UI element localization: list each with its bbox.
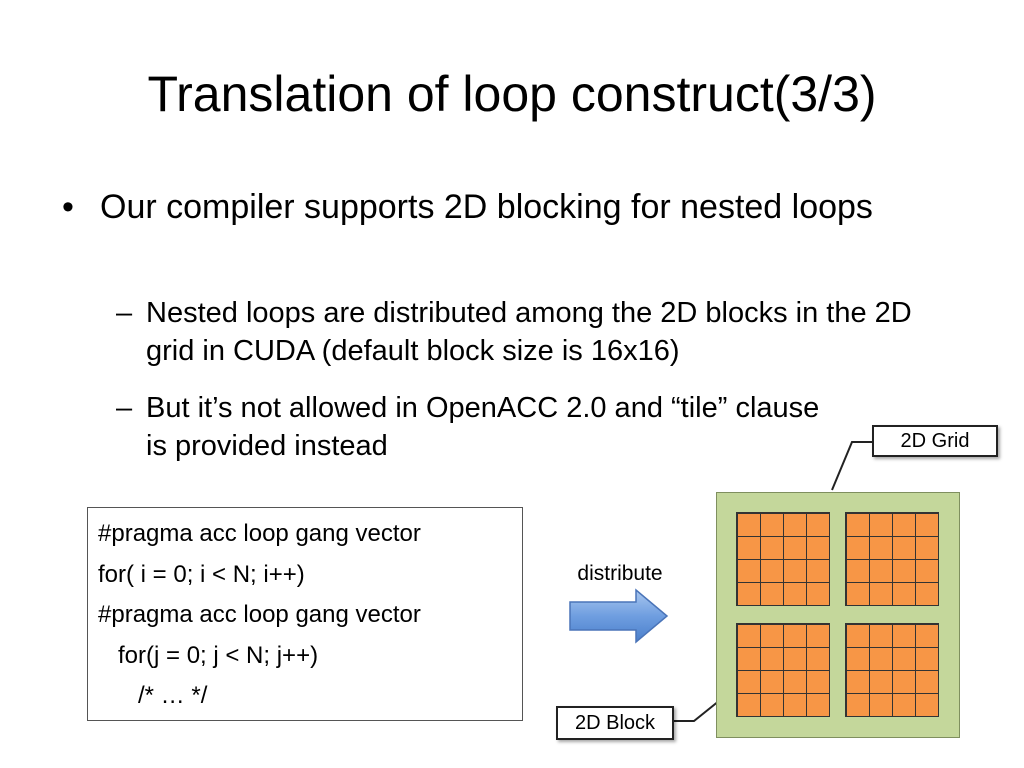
thread-cell xyxy=(805,669,830,694)
thread-cell xyxy=(736,581,761,606)
thread-cell xyxy=(736,535,761,560)
thread-cell xyxy=(759,535,784,560)
thread-cell xyxy=(868,581,893,606)
code-line: for( i = 0; i < N; i++) xyxy=(98,560,305,588)
thread-cell xyxy=(845,646,870,671)
block-callout-label: 2D Block xyxy=(556,706,674,740)
thread-cell xyxy=(759,692,784,717)
thread-cell xyxy=(845,512,870,537)
thread-cell xyxy=(736,558,761,583)
thread-cell xyxy=(845,581,870,606)
thread-cell xyxy=(845,669,870,694)
thread-cell xyxy=(868,512,893,537)
thread-cell xyxy=(891,692,916,717)
thread-cell xyxy=(914,512,939,537)
thread-cell xyxy=(805,558,830,583)
thread-cell xyxy=(914,692,939,717)
cuda-grid xyxy=(716,492,960,738)
thread-block xyxy=(845,623,939,717)
code-line: #pragma acc loop gang vector xyxy=(98,520,421,547)
thread-cell xyxy=(782,646,807,671)
bullet-marker: • xyxy=(62,188,74,226)
thread-cell xyxy=(782,512,807,537)
thread-cell xyxy=(914,581,939,606)
code-line: #pragma acc loop gang vector xyxy=(98,601,421,628)
thread-cell xyxy=(805,646,830,671)
thread-cell xyxy=(736,623,761,648)
thread-cell xyxy=(868,558,893,583)
thread-cell xyxy=(891,581,916,606)
thread-cell xyxy=(914,558,939,583)
thread-cell xyxy=(736,669,761,694)
thread-block xyxy=(845,512,939,606)
thread-cell xyxy=(914,646,939,671)
thread-cell xyxy=(914,535,939,560)
thread-cell xyxy=(759,558,784,583)
thread-cell xyxy=(845,692,870,717)
thread-block xyxy=(736,623,830,717)
thread-cell xyxy=(891,646,916,671)
thread-cell xyxy=(805,581,830,606)
thread-cell xyxy=(891,669,916,694)
distribute-label: distribute xyxy=(577,562,663,585)
thread-cell xyxy=(782,535,807,560)
thread-cell xyxy=(805,535,830,560)
thread-block xyxy=(736,512,830,606)
thread-cell xyxy=(868,646,893,671)
thread-cell xyxy=(759,669,784,694)
thread-cell xyxy=(891,512,916,537)
thread-cell xyxy=(805,512,830,537)
thread-cell xyxy=(736,646,761,671)
thread-cell xyxy=(868,669,893,694)
code-line: /* … */ xyxy=(98,682,208,709)
slide-title: Translation of loop construct(3/3) xyxy=(147,66,877,122)
thread-cell xyxy=(845,535,870,560)
thread-cell xyxy=(736,692,761,717)
thread-cell xyxy=(845,558,870,583)
thread-cell xyxy=(914,669,939,694)
thread-cell xyxy=(891,623,916,648)
thread-cell xyxy=(891,558,916,583)
thread-cell xyxy=(782,623,807,648)
thread-cell xyxy=(736,512,761,537)
thread-cell xyxy=(868,692,893,717)
thread-cell xyxy=(845,623,870,648)
right-arrow-icon xyxy=(569,588,669,644)
thread-cell xyxy=(868,623,893,648)
grid-callout-label: 2D Grid xyxy=(872,425,998,457)
thread-cell xyxy=(805,623,830,648)
sub-bullet-1-text: Nested loops are distributed among the 2… xyxy=(146,297,912,367)
main-bullet-text: Our compiler supports 2D blocking for ne… xyxy=(100,188,873,226)
thread-cell xyxy=(891,535,916,560)
sub-bullet-marker: – xyxy=(116,297,133,329)
thread-cell xyxy=(782,669,807,694)
thread-cell xyxy=(914,623,939,648)
thread-cell xyxy=(759,512,784,537)
code-box: #pragma acc loop gang vector for( i = 0;… xyxy=(87,507,523,721)
thread-cell xyxy=(805,692,830,717)
thread-cell xyxy=(782,581,807,606)
code-line: for(j = 0; j < N; j++) xyxy=(98,641,319,669)
thread-cell xyxy=(759,581,784,606)
sub-bullet-2-text: But it’s not allowed in OpenACC 2.0 and … xyxy=(146,392,820,462)
thread-cell xyxy=(782,558,807,583)
thread-cell xyxy=(759,623,784,648)
thread-cell xyxy=(782,692,807,717)
thread-cell xyxy=(759,646,784,671)
thread-cell xyxy=(868,535,893,560)
sub-bullet-marker: – xyxy=(116,392,133,424)
